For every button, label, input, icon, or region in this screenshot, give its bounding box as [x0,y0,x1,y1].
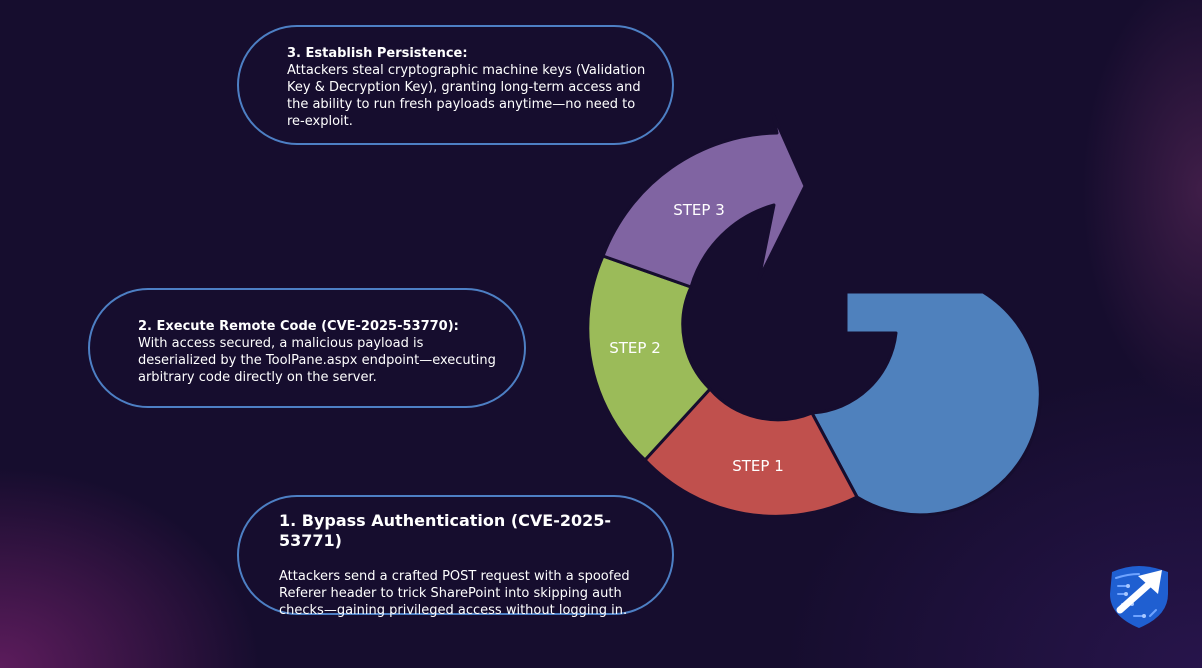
callout-step-2-body: With access secured, a malicious payload… [138,336,496,385]
callout-step-1: 1. Bypass Authentication (CVE-2025-53771… [237,495,674,618]
cycle-segment-step-3 [601,112,807,289]
callout-step-2: 2. Execute Remote Code (CVE-2025-53770):… [88,288,526,408]
callout-step-3: 3. Establish Persistence: Attackers stea… [237,25,674,145]
callout-step-3-body: Attackers steal cryptographic machine ke… [287,63,646,129]
cycle-label-step-1: STEP 1 [732,457,784,475]
cycle-loop-arrow [810,290,1042,517]
cycle-segment-step-2 [586,254,712,462]
cycle-label-step-2: STEP 2 [609,339,661,357]
callout-step-3-title: 3. Establish Persistence: [287,46,468,61]
callout-step-1-title: 1. Bypass Authentication (CVE-2025-53771… [279,511,612,550]
callout-step-2-title: 2. Execute Remote Code (CVE-2025-53770): [138,319,459,334]
cycle-segment-step-1 [643,387,859,518]
callout-step-1-body: Attackers send a crafted POST request wi… [279,569,630,618]
shield-arrow-logo-icon [1110,566,1168,628]
cycle-label-step-3: STEP 3 [673,201,725,219]
